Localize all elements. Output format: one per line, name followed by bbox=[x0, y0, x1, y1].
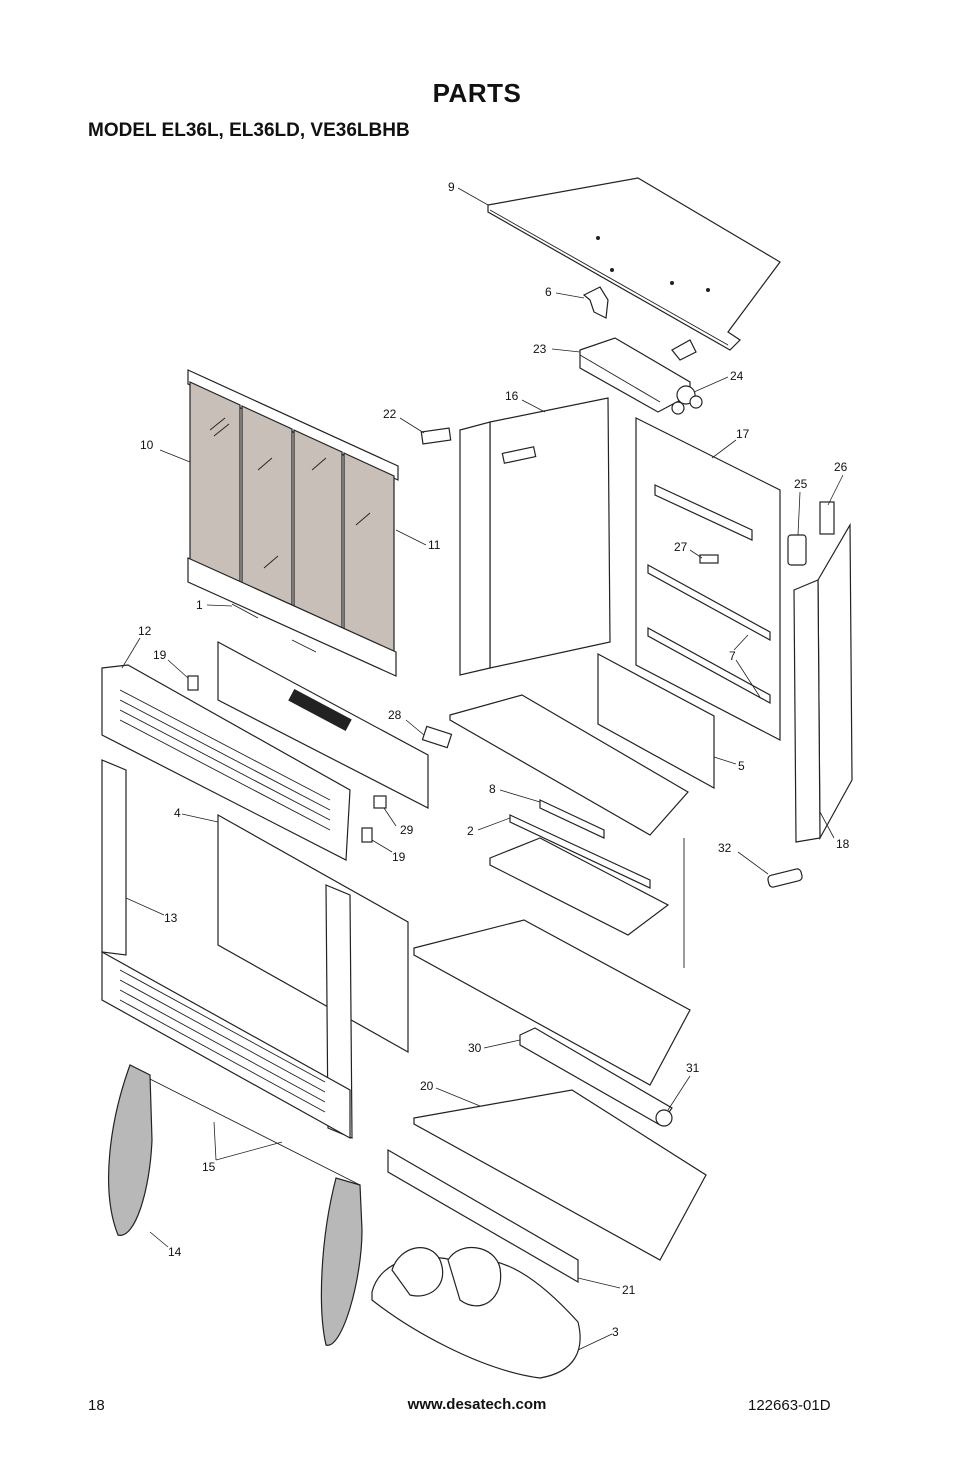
part-19-b bbox=[361, 827, 373, 843]
callout-18: 18 bbox=[836, 837, 850, 851]
callout-11: 11 bbox=[428, 538, 441, 552]
callout-26: 26 bbox=[834, 460, 848, 474]
page-number: 18 bbox=[88, 1397, 105, 1414]
callout-19-b: 19 bbox=[392, 850, 406, 864]
part-12-top-louver bbox=[101, 664, 351, 861]
burner-tray bbox=[413, 919, 691, 1086]
part-14-mesh-curtain-left bbox=[108, 1064, 153, 1236]
callout-10: 10 bbox=[140, 438, 154, 452]
callout-14: 14 bbox=[168, 1245, 182, 1259]
callout-1: 1 bbox=[196, 598, 203, 612]
part-16-left-side-wall bbox=[459, 397, 611, 676]
callout-22: 22 bbox=[383, 407, 397, 421]
callout-24: 24 bbox=[730, 369, 744, 383]
callout-5: 5 bbox=[738, 759, 745, 773]
callout-31: 31 bbox=[686, 1061, 700, 1075]
part-23-24-valve-assembly bbox=[579, 337, 703, 415]
document-number: 122663-01D bbox=[748, 1397, 831, 1414]
callout-2: 2 bbox=[467, 824, 474, 838]
part-8 bbox=[539, 799, 605, 839]
callout-16: 16 bbox=[505, 389, 519, 403]
part-5-panel bbox=[597, 652, 715, 790]
callout-25: 25 bbox=[794, 477, 808, 491]
part-17-back-wall bbox=[635, 417, 781, 741]
part-32-remote bbox=[767, 868, 803, 888]
callout-21: 21 bbox=[622, 1283, 636, 1297]
callout-15: 15 bbox=[202, 1160, 216, 1174]
part-9-top-panel bbox=[487, 177, 781, 351]
callout-4: 4 bbox=[174, 806, 181, 820]
callout-9: 9 bbox=[448, 180, 455, 194]
page-title: PARTS bbox=[432, 78, 522, 108]
callout-28: 28 bbox=[388, 708, 402, 722]
part-15-rod bbox=[141, 1074, 361, 1186]
part-25 bbox=[787, 534, 807, 566]
callout-6: 6 bbox=[545, 285, 552, 299]
part-20-grate-plate bbox=[413, 1089, 707, 1261]
callout-12: 12 bbox=[138, 624, 152, 638]
part-10-11-glass-doors bbox=[187, 369, 399, 677]
part-2-burner bbox=[489, 814, 670, 936]
callout-3: 3 bbox=[612, 1325, 619, 1339]
website-link[interactable]: www.desatech.com bbox=[407, 1396, 547, 1413]
leader-lines bbox=[121, 187, 844, 1351]
callout-27: 27 bbox=[674, 540, 688, 554]
callout-19-a: 19 bbox=[153, 648, 167, 662]
callout-23: 23 bbox=[533, 342, 547, 356]
callout-13: 13 bbox=[164, 911, 178, 925]
callout-32: 32 bbox=[718, 841, 732, 855]
part-22 bbox=[420, 427, 452, 445]
part-19-a bbox=[187, 675, 199, 691]
callout-17: 17 bbox=[736, 427, 750, 441]
callout-7: 7 bbox=[729, 649, 736, 663]
part-1-handle bbox=[231, 603, 317, 653]
part-4-glass-panel bbox=[217, 813, 409, 1054]
callout-30: 30 bbox=[468, 1041, 482, 1055]
callout-20: 20 bbox=[420, 1079, 434, 1093]
part-18-right-side-wall bbox=[793, 522, 853, 843]
control-panel-strip bbox=[217, 640, 429, 809]
callout-8: 8 bbox=[489, 782, 496, 796]
part-3-log-set bbox=[371, 1246, 581, 1379]
part-28 bbox=[421, 725, 453, 749]
part-26 bbox=[819, 501, 835, 535]
model-subtitle: MODEL EL36L, EL36LD, VE36LBHB bbox=[88, 120, 410, 141]
floor-panel bbox=[449, 694, 689, 836]
part-13-lower-frame bbox=[101, 759, 353, 1140]
part-6-bracket bbox=[582, 286, 697, 361]
part-21-ember-bed bbox=[387, 1148, 579, 1284]
part-30-31-burner-tube bbox=[519, 1027, 673, 1127]
part-14-mesh-curtain-right bbox=[320, 1177, 363, 1346]
callout-29: 29 bbox=[400, 823, 414, 837]
part-29 bbox=[373, 795, 387, 809]
